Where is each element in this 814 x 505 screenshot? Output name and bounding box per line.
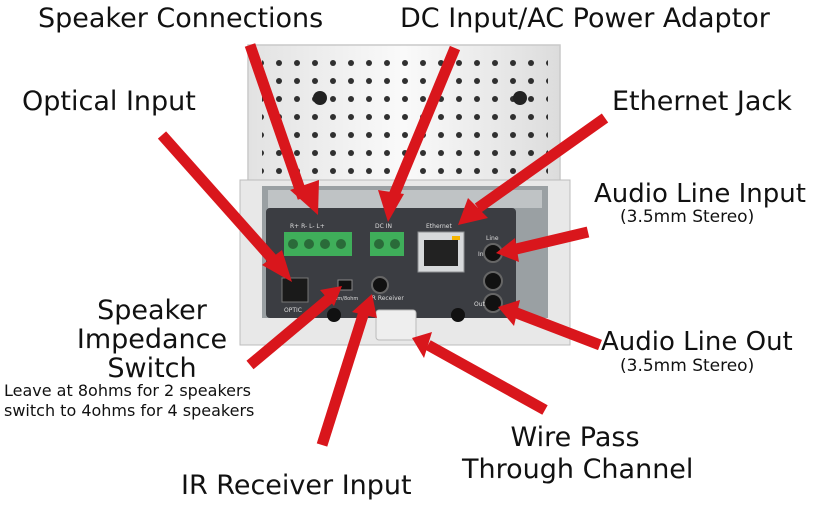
panel-ir-receiver: IR Receiver: [370, 295, 404, 302]
panel-line: Line: [486, 235, 499, 242]
label-audio-line-out: Audio Line Out: [601, 327, 793, 357]
label-speaker-impedance-3: Switch: [107, 353, 197, 384]
arrow-impedance-switch: [246, 293, 334, 370]
label-speaker-impedance-2: Impedance: [76, 324, 228, 355]
unused-jack: [483, 271, 503, 291]
wire-pass-channel: [375, 309, 417, 341]
panel-speaker-terms: R+ R- L- L+: [290, 223, 325, 230]
arrow-audio-line-out: [512, 306, 602, 351]
arrow-dc-input: [386, 45, 461, 203]
label-audio-line-input: Audio Line Input: [594, 179, 806, 209]
arrow-audio-line-in: [510, 226, 590, 256]
label-wire-pass-2: Through Channel: [462, 454, 694, 485]
label-ir-receiver: IR Receiver Input: [181, 470, 412, 501]
label-speaker-impedance-1: Speaker: [97, 295, 207, 326]
label-ethernet-jack: Ethernet Jack: [612, 86, 792, 117]
label-audio-line-out-sub: (3.5mm Stereo): [620, 356, 755, 376]
panel-dc-in: DC IN: [375, 223, 392, 230]
arrow-ir-receiver: [316, 310, 370, 447]
arrow-speaker-connections: [244, 43, 309, 200]
panel-ohms: 4ohm/8ohm: [328, 296, 358, 302]
mount-knob-right: [451, 308, 465, 322]
panel-optic: OPTIC: [284, 307, 302, 314]
label-optical-input: Optical Input: [22, 86, 196, 117]
optical-port: [281, 277, 309, 303]
callout-arrows: [157, 43, 609, 447]
label-wire-pass-1: Wire Pass: [510, 422, 640, 453]
panel-out: Out: [474, 301, 486, 308]
label-audio-line-input-sub: (3.5mm Stereo): [620, 207, 755, 227]
arrow-ethernet: [474, 113, 609, 213]
label-impedance-note-1: Leave at 8ohms for 2 speakers: [4, 381, 251, 400]
panel-ethernet: Ethernet: [426, 223, 452, 230]
arrow-optical-input: [157, 131, 280, 266]
impedance-switch: [337, 279, 353, 291]
ir-receiver-jack: [371, 276, 389, 294]
label-impedance-note-2: switch to 4ohms for 4 speakers: [4, 401, 255, 420]
panel-in: In: [478, 251, 484, 258]
line-out-jack: [483, 293, 503, 313]
label-speaker-connections: Speaker Connections: [38, 3, 324, 34]
label-dc-input: DC Input/AC Power Adaptor: [400, 3, 770, 34]
arrow-wire-pass: [425, 340, 548, 415]
mount-knob-left: [327, 308, 341, 322]
